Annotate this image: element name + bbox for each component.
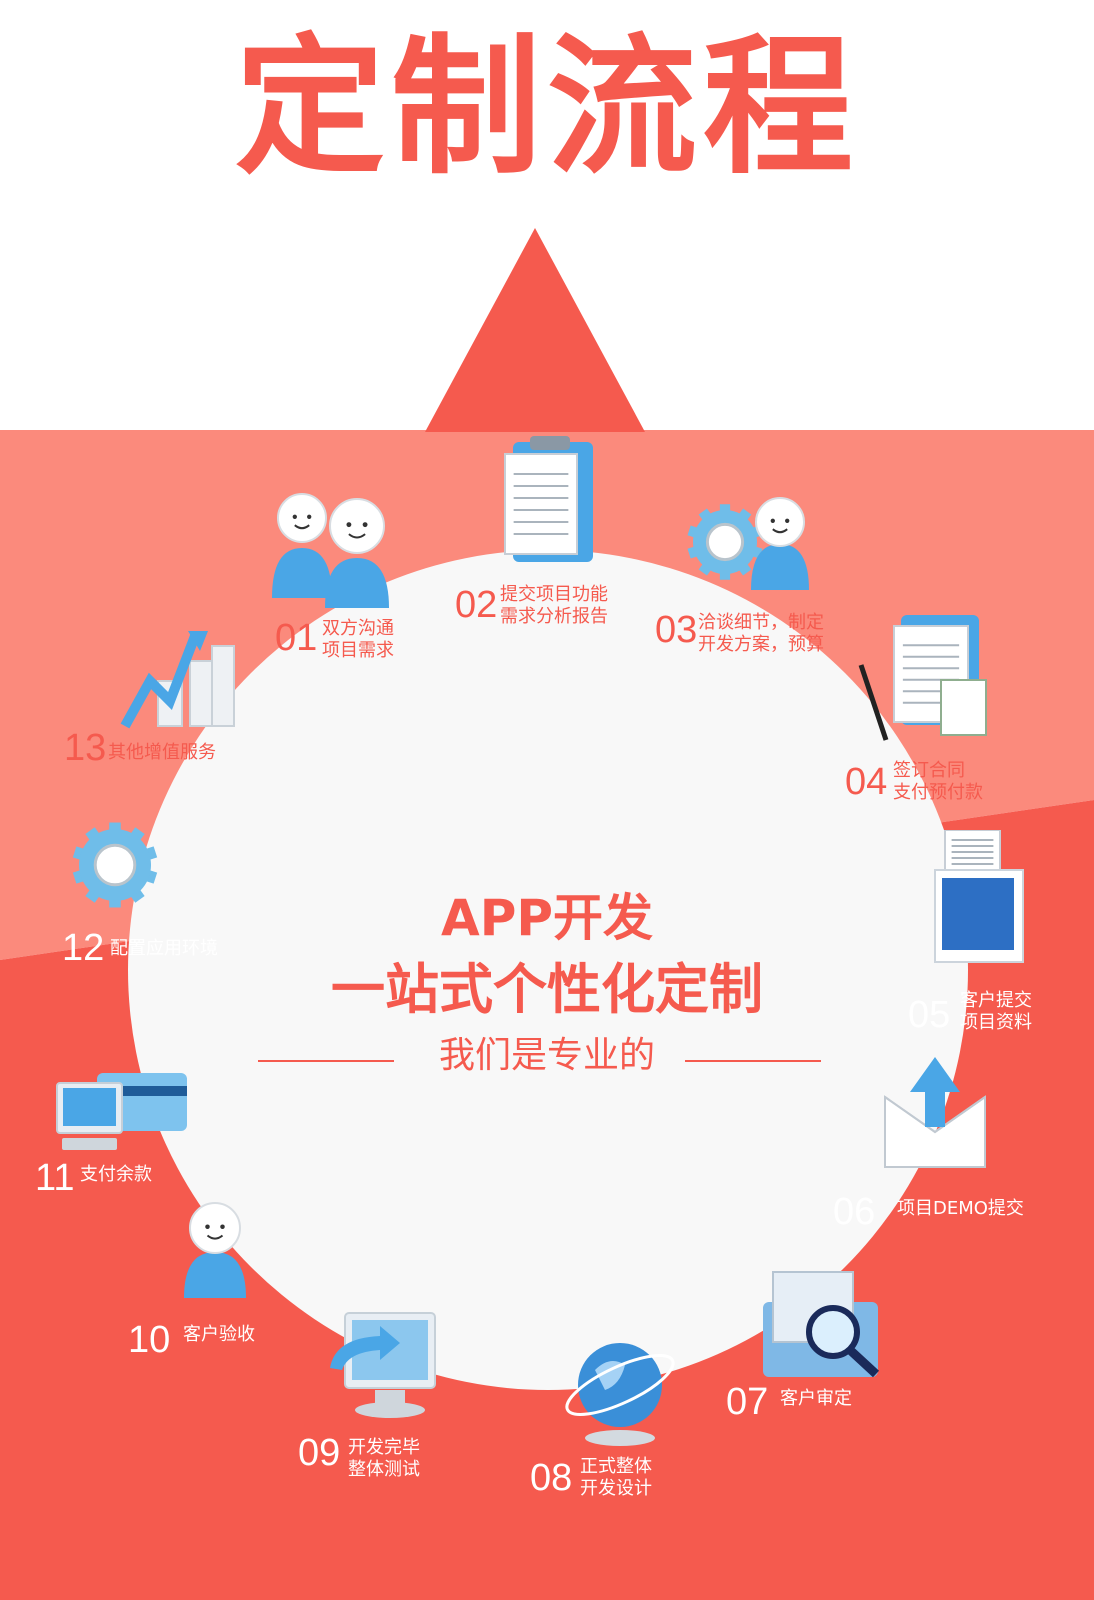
- step-number: 01: [275, 617, 318, 659]
- clipboard-icon: [495, 432, 605, 576]
- step-label-line: 客户验收: [183, 1324, 255, 1345]
- pointer-triangle: [425, 228, 645, 432]
- center-left-rule: [258, 1060, 394, 1062]
- envelope-upload-icon: [875, 1052, 995, 1186]
- person-icon: [180, 1200, 250, 1304]
- step-label-line: 项目资料: [960, 1012, 1032, 1033]
- step-label-line: 开发设计: [580, 1478, 652, 1499]
- step-number: 09: [298, 1432, 341, 1474]
- monitor-refresh-icon: [320, 1308, 450, 1432]
- step-label: 提交项目功能需求分析报告: [500, 584, 608, 628]
- step-label: 客户验收: [183, 1324, 255, 1346]
- growth-chart-icon: [120, 626, 240, 740]
- step-label-line: 正式整体: [580, 1456, 652, 1477]
- step-number: 12: [62, 927, 105, 969]
- payment-card-icon: [52, 1068, 192, 1162]
- gear-icon: [65, 815, 165, 919]
- step-number: 10: [128, 1319, 171, 1361]
- step-label: 其他增值服务: [108, 742, 216, 764]
- step-label-line: 支付预付款: [893, 782, 983, 803]
- step-number: 02: [455, 584, 498, 626]
- contract-icon: [856, 610, 1006, 754]
- step-label-line: 双方沟通: [322, 618, 394, 639]
- page-title: 定制流程: [234, 21, 859, 195]
- step-number: 05: [908, 994, 951, 1036]
- step-label-line: 支付余款: [80, 1164, 152, 1185]
- center-slogan: 我们是专业的: [438, 1035, 655, 1076]
- center-title-line2: 一站式个性化定制: [331, 958, 763, 1021]
- step-label-line: 项目需求: [322, 640, 394, 661]
- step-label-line: 开发方案，预算: [698, 634, 824, 655]
- step-label-line: 开发完毕: [348, 1437, 420, 1458]
- step-label: 签订合同支付预付款: [893, 760, 983, 804]
- step-number: 13: [64, 727, 107, 769]
- monitor-document-icon: [930, 829, 1030, 974]
- step-label: 支付余款: [80, 1164, 152, 1186]
- step-label: 双方沟通项目需求: [322, 618, 394, 662]
- step-label-line: 洽谈细节，制定: [698, 612, 824, 633]
- step-label-line: 客户提交: [960, 990, 1032, 1011]
- users-icon: [262, 478, 392, 612]
- center-right-rule: [685, 1060, 821, 1062]
- step-label: 开发完毕整体测试: [348, 1437, 420, 1481]
- step-label-line: 其他增值服务: [108, 742, 216, 763]
- step-label: 客户提交项目资料: [960, 990, 1032, 1034]
- step-number: 07: [726, 1381, 769, 1423]
- step-label: 客户审定: [780, 1388, 852, 1410]
- step-label-line: 项目DEMO提交: [897, 1198, 1024, 1219]
- step-label: 正式整体开发设计: [580, 1456, 652, 1500]
- step-label: 项目DEMO提交: [897, 1198, 1024, 1220]
- step-label-line: 整体测试: [348, 1459, 420, 1480]
- step-label-line: 配置应用环境: [110, 938, 218, 959]
- center-circle: [128, 550, 968, 1390]
- step-label-line: 客户审定: [780, 1388, 852, 1409]
- folder-magnifier-icon: [758, 1262, 888, 1386]
- step-label-line: 签订合同: [893, 760, 965, 781]
- step-number: 03: [655, 609, 698, 651]
- step-number: 11: [35, 1157, 75, 1199]
- step-label-line: 需求分析报告: [500, 606, 608, 627]
- step-number: 04: [845, 761, 888, 803]
- step-label-line: 提交项目功能: [500, 584, 608, 605]
- gear-person-icon: [680, 492, 820, 596]
- globe-icon: [560, 1330, 680, 1454]
- center-title-line1: APP开发: [441, 889, 653, 947]
- step-number: 06: [833, 1191, 876, 1233]
- step-label: 配置应用环境: [110, 938, 218, 960]
- step-label: 洽谈细节，制定开发方案，预算: [698, 612, 824, 656]
- step-number: 08: [530, 1457, 573, 1499]
